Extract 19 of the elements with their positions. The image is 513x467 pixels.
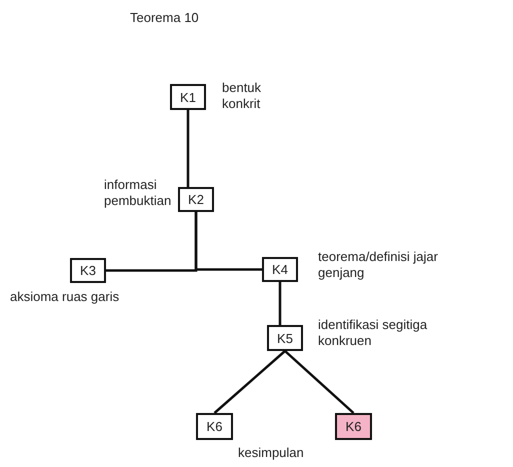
process-box: K1: [170, 84, 206, 110]
node-annotation: identifikasi segitiga konkruen: [318, 317, 428, 349]
node-annotation: teorema/definisi jajar genjang: [318, 249, 439, 281]
connector-line: [284, 350, 354, 414]
connector-line: [186, 110, 190, 187]
node-annotation: bentuk konkrit: [222, 80, 262, 112]
connector-line: [278, 282, 282, 325]
node-annotation: informasi pembuktian: [104, 177, 172, 209]
node-annotation: aksioma ruas garis: [10, 289, 120, 305]
connector-line: [214, 350, 286, 414]
process-box: K2: [178, 187, 214, 212]
process-box: K6: [196, 413, 233, 440]
connector-line: [194, 212, 262, 271]
process-box: K4: [262, 257, 298, 282]
process-box: K5: [267, 325, 303, 351]
annotation: kesimpulan: [238, 445, 304, 461]
process-box: K3: [70, 258, 106, 283]
title: Teorema 10: [130, 10, 199, 26]
process-box: K6: [335, 413, 372, 440]
